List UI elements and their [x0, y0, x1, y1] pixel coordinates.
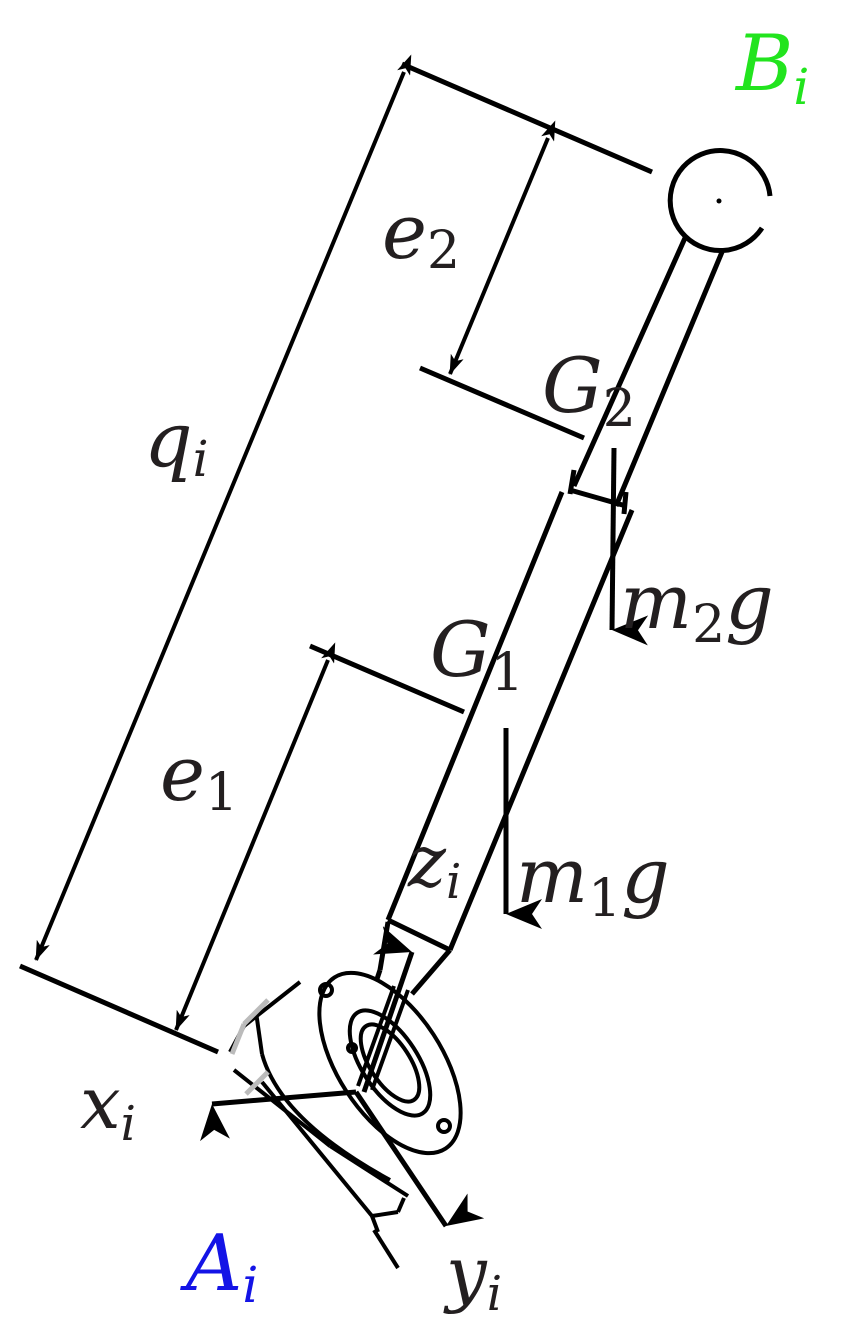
label-b: Bi — [734, 19, 809, 116]
q-extension-bottom — [19, 963, 219, 1055]
spherical-joint-b — [667, 148, 773, 253]
q-dimension-arrow — [34, 54, 412, 961]
m2g-force-arrow — [609, 447, 649, 646]
label-y: yi — [443, 1231, 502, 1322]
y-axis-arrow — [353, 1090, 485, 1228]
label-x: xi — [80, 1061, 136, 1152]
label-a: Ai — [180, 1219, 258, 1314]
x-axis-arrow — [200, 1089, 357, 1142]
label-m1g: m1g — [516, 831, 670, 929]
label-e2: e2 — [382, 187, 460, 281]
q-extension-top — [401, 61, 653, 175]
label-g2: G2 — [542, 341, 636, 439]
base-shading — [229, 998, 270, 1096]
label-q: qi — [144, 395, 209, 488]
label-m2g: m2g — [620, 557, 774, 655]
e2-dimension-arrow — [448, 120, 556, 375]
base-joint — [228, 970, 463, 1270]
e1-dimension-arrow — [174, 642, 336, 1031]
z-axis-arrow — [361, 926, 415, 1093]
label-e1: e1 — [160, 729, 238, 823]
e2-extension — [419, 365, 585, 441]
label-z: zi — [407, 819, 461, 910]
label-g1: G1 — [430, 605, 524, 703]
e1-extension — [309, 643, 465, 715]
joint-rod — [356, 985, 410, 1091]
piston-rod — [567, 236, 725, 515]
